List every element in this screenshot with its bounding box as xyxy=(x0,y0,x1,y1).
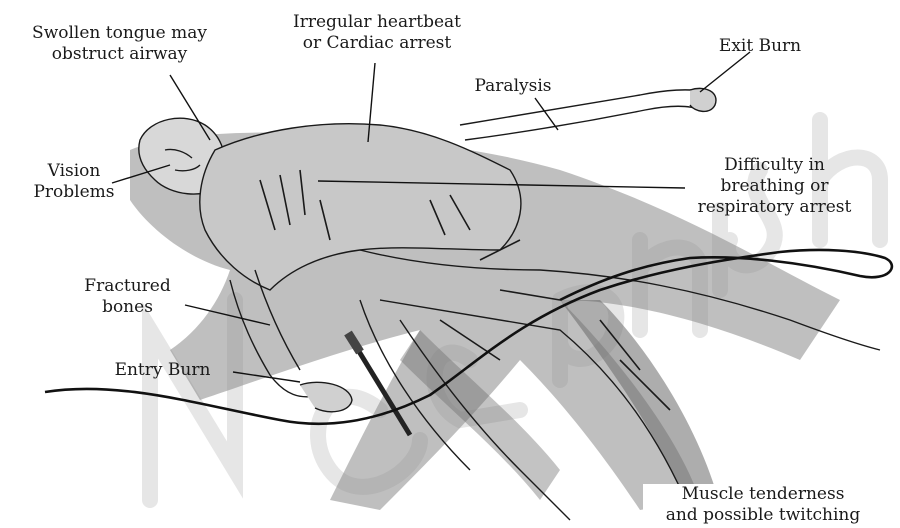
label-muscle: Muscle tenderness and possible twitching xyxy=(643,484,883,526)
label-line: respiratory arrest xyxy=(682,197,867,218)
label-line: obstruct airway xyxy=(12,44,227,65)
label-breathing: Difficulty in breathing or respiratory a… xyxy=(682,155,867,218)
label-paralysis: Paralysis xyxy=(462,76,564,97)
label-heartbeat: Irregular heartbeat or Cardiac arrest xyxy=(283,12,471,54)
label-line: and possible twitching xyxy=(643,505,883,526)
label-line: Exit Burn xyxy=(705,36,815,57)
label-line: Fractured xyxy=(70,276,185,297)
label-entry-burn: Entry Burn xyxy=(95,360,230,381)
label-line: Irregular heartbeat xyxy=(283,12,471,33)
label-line: Paralysis xyxy=(462,76,564,97)
label-line: Muscle tenderness xyxy=(643,484,883,505)
label-line: or Cardiac arrest xyxy=(283,33,471,54)
label-line: breathing or xyxy=(682,176,867,197)
label-vision: Vision Problems xyxy=(24,161,124,203)
label-line: Swollen tongue may xyxy=(12,23,227,44)
label-line: Problems xyxy=(24,182,124,203)
label-line: Vision xyxy=(24,161,124,182)
label-line: bones xyxy=(70,297,185,318)
label-line: Difficulty in xyxy=(682,155,867,176)
label-swollen-tongue: Swollen tongue may obstruct airway xyxy=(12,23,227,65)
label-exit-burn: Exit Burn xyxy=(705,36,815,57)
label-line: Entry Burn xyxy=(95,360,230,381)
label-fractured-bones: Fractured bones xyxy=(70,276,185,318)
